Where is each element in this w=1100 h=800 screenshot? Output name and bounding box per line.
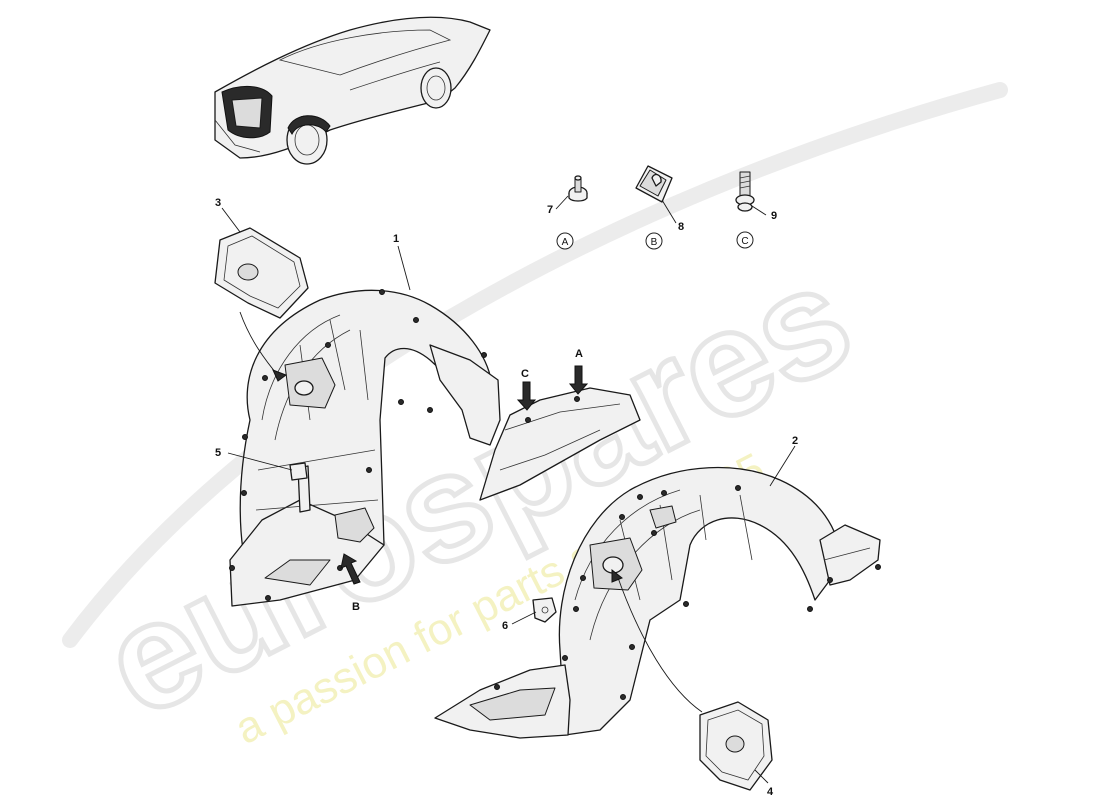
part-3-splash-pad bbox=[214, 227, 309, 319]
callout-7: 7 bbox=[547, 204, 553, 216]
detail-circle-c: C bbox=[736, 231, 754, 249]
location-arrow-a-label: A bbox=[575, 348, 583, 360]
callout-leaders bbox=[221, 195, 796, 784]
part-2-fixing-points bbox=[494, 485, 881, 700]
detail-circle-a: A bbox=[556, 232, 574, 250]
location-arrow-c: C bbox=[516, 368, 537, 411]
car-overview-illustration bbox=[214, 16, 491, 165]
part-2-rear-wheel-arch-liner bbox=[434, 466, 881, 739]
part-5-bracket bbox=[289, 462, 308, 481]
callout-5: 5 bbox=[215, 447, 221, 459]
location-arrow-b: B bbox=[340, 553, 361, 613]
location-arrow-c-label: C bbox=[521, 368, 529, 380]
callout-9: 9 bbox=[771, 210, 777, 222]
callout-6: 6 bbox=[502, 620, 508, 632]
fitting-arrows bbox=[239, 311, 703, 713]
callout-1: 1 bbox=[393, 233, 399, 245]
part-callouts: 1 2 3 4 5 6 7 8 9 bbox=[215, 197, 798, 798]
detail-circle-b: B bbox=[645, 232, 663, 250]
watermark-swoosh bbox=[62, 82, 1008, 648]
callout-3: 3 bbox=[215, 197, 221, 209]
part-1-fixing-points bbox=[229, 289, 580, 601]
fastener-8-clip-nut bbox=[635, 165, 673, 203]
part-4-splash-pad bbox=[699, 701, 773, 791]
part-6-bracket bbox=[532, 597, 557, 623]
detail-circle-b-label: B bbox=[651, 237, 658, 248]
callout-8: 8 bbox=[678, 221, 684, 233]
location-arrow-b-label: B bbox=[352, 601, 360, 613]
detail-circle-a-label: A bbox=[562, 237, 569, 248]
fastener-7-push-clip bbox=[568, 175, 588, 202]
callout-2: 2 bbox=[792, 435, 798, 447]
fastener-9-bolt bbox=[735, 171, 755, 212]
part-1-front-wheel-arch-liner bbox=[229, 289, 641, 607]
callout-4: 4 bbox=[767, 786, 774, 798]
location-arrow-a: A bbox=[568, 348, 589, 395]
detail-circle-c-label: C bbox=[741, 236, 748, 247]
